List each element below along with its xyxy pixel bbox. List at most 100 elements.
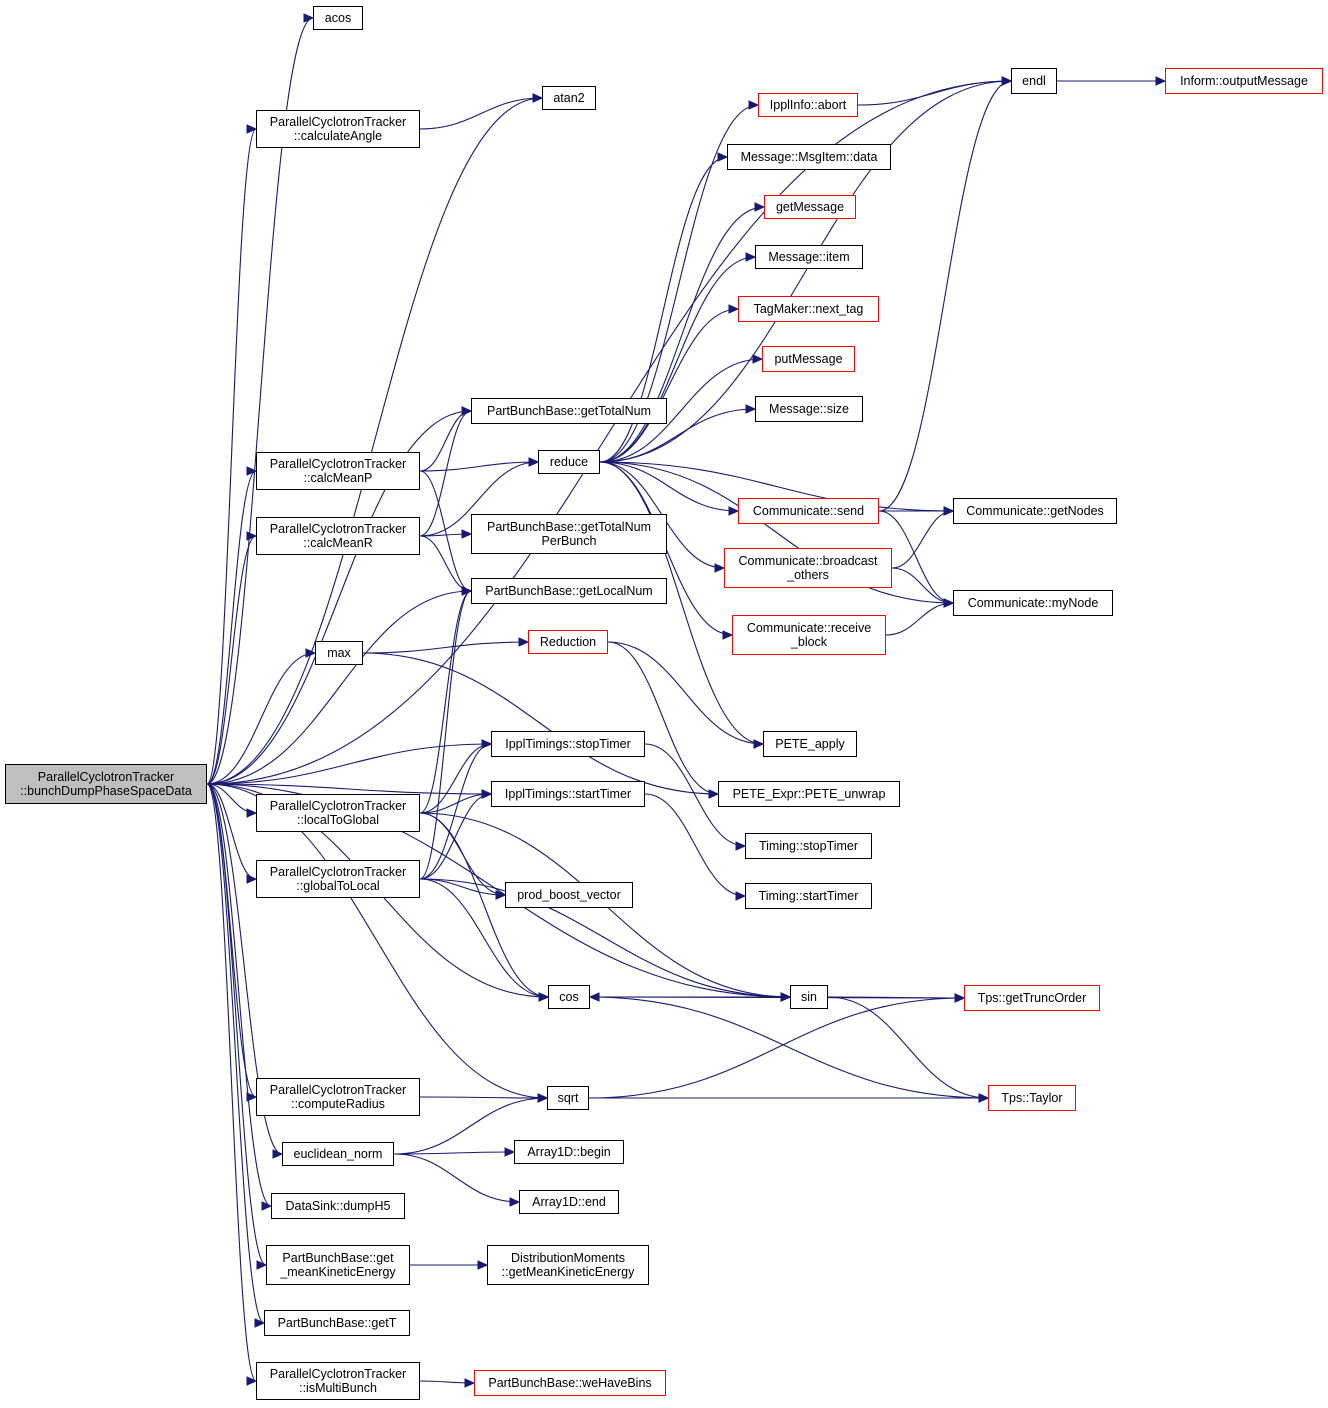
node-gett[interactable]: PartBunchBase::getT: [264, 1310, 410, 1336]
edge-arrowhead: [954, 993, 966, 1003]
node-getlocalnum[interactable]: PartBunchBase::getLocalNum: [471, 578, 667, 604]
edge-arrowhead: [735, 841, 747, 851]
node-taylor[interactable]: Tps::Taylor: [988, 1085, 1076, 1111]
edge-arrowhead: [461, 586, 473, 596]
edge-root-to-getLocalNum: [206, 590, 472, 785]
node-getmeanke[interactable]: DistributionMoments::getMeanKineticEnerg…: [487, 1245, 649, 1285]
node-receive[interactable]: Communicate::receive_block: [732, 615, 886, 655]
node-label-line: DataSink::dumpH5: [285, 1199, 391, 1213]
node-label-line: PETE_apply: [775, 737, 845, 751]
edge-reduce-to-getNodes: [599, 461, 954, 512]
node-sin[interactable]: sin: [790, 985, 828, 1009]
node-label-line: Array1D::end: [532, 1195, 606, 1209]
node-prod-boost-vector[interactable]: prod_boost_vector: [505, 882, 633, 908]
node-outputmessage[interactable]: Inform::outputMessage: [1165, 68, 1323, 94]
node-stoptimer[interactable]: IpplTimings::stopTimer: [491, 731, 645, 757]
node-wehavebins[interactable]: PartBunchBase::weHaveBins: [474, 1370, 666, 1396]
node-calcmeanr[interactable]: ParallelCyclotronTracker::calcMeanR: [256, 517, 420, 555]
edge-globalToLocal-to-startTimer: [419, 793, 492, 880]
node-endl[interactable]: endl: [1011, 68, 1057, 94]
edge-root-to-globalToLocal: [206, 783, 257, 880]
node-pete-apply[interactable]: PETE_apply: [763, 731, 857, 757]
node-euclidean-norm[interactable]: euclidean_norm: [282, 1142, 394, 1166]
node-meanke[interactable]: PartBunchBase::get_meanKineticEnergy: [266, 1245, 410, 1285]
edge-arrowhead: [246, 466, 258, 476]
node-abort[interactable]: IpplInfo::abort: [758, 93, 858, 117]
node-label-line: PartBunchBase::getLocalNum: [485, 584, 653, 598]
edge-arrowhead: [481, 739, 493, 749]
node-label-line: Tps::Taylor: [1001, 1091, 1063, 1105]
edge-reduce-to-send: [599, 461, 739, 512]
edge-root-to-endl: [206, 80, 1012, 785]
node-localtoglobal[interactable]: ParallelCyclotronTracker::localToGlobal: [256, 794, 420, 832]
node-starttimer[interactable]: IpplTimings::startTimer: [491, 781, 645, 807]
node-label-line: DistributionMoments: [511, 1251, 625, 1265]
node-reduce[interactable]: reduce: [538, 450, 600, 474]
node-label-line: ::calcMeanP: [303, 471, 373, 485]
node-label-line: atan2: [553, 91, 585, 105]
node-label-line: ParallelCyclotronTracker: [269, 522, 407, 536]
node-putmessage[interactable]: putMessage: [762, 346, 855, 372]
edge-calcMeanP-to-getTotalNum: [419, 410, 472, 472]
node-end[interactable]: Array1D::end: [519, 1190, 619, 1214]
node-msgsize[interactable]: Message::size: [755, 396, 863, 422]
edge-arrowhead: [246, 1092, 258, 1102]
node-gettruncorder[interactable]: Tps::getTruncOrder: [964, 985, 1100, 1011]
node-calculateangle[interactable]: ParallelCyclotronTracker::calculateAngle: [256, 110, 420, 148]
edge-broadcast-to-getNodes: [891, 510, 954, 569]
edge-arrowhead: [745, 252, 757, 262]
node-acos[interactable]: acos: [313, 6, 363, 30]
node-label-line: Communicate::myNode: [967, 596, 1099, 610]
edge-arrowhead: [728, 304, 740, 314]
edge-arrowhead: [748, 100, 760, 110]
edge-reduce-to-PETE_apply: [599, 461, 764, 745]
edge-receive-to-myNode: [885, 602, 954, 636]
node-cos[interactable]: cos: [548, 985, 590, 1009]
node-dumph5[interactable]: DataSink::dumpH5: [271, 1193, 405, 1219]
node-label-line: sin: [801, 990, 817, 1004]
node-timingstart[interactable]: Timing::startTimer: [745, 883, 872, 909]
node-atan2[interactable]: atan2: [542, 86, 596, 110]
node-label-line: PartBunchBase::weHaveBins: [488, 1376, 652, 1390]
node-timingstop[interactable]: Timing::stopTimer: [745, 833, 872, 859]
edge-arrowhead: [943, 506, 955, 516]
edge-arrowhead: [753, 739, 765, 749]
node-label-line: Timing::stopTimer: [758, 839, 859, 853]
node-globaltolocal[interactable]: ParallelCyclotronTracker::globalToLocal: [256, 860, 420, 898]
node-label-line: ParallelCyclotronTracker: [269, 1367, 407, 1381]
node-label-line: IpplTimings::startTimer: [504, 787, 632, 801]
node-next-tag[interactable]: TagMaker::next_tag: [738, 296, 879, 322]
node-label-line: reduce: [549, 455, 589, 469]
node-getnodes[interactable]: Communicate::getNodes: [953, 498, 1117, 524]
node-reduction[interactable]: Reduction: [528, 630, 608, 654]
node-calcmeanp[interactable]: ParallelCyclotronTracker::calcMeanP: [256, 452, 420, 490]
node-msgdata[interactable]: Message::MsgItem::data: [727, 144, 891, 170]
node-getmessage[interactable]: getMessage: [764, 195, 856, 219]
edge-arrowhead: [246, 531, 258, 541]
edge-arrowhead: [722, 630, 734, 640]
node-label-line: Tps::getTruncOrder: [977, 991, 1087, 1005]
edge-euclidean_norm-to-end: [393, 1153, 520, 1203]
node-mynode[interactable]: Communicate::myNode: [953, 590, 1113, 616]
edge-arrowhead: [735, 891, 747, 901]
edge-arrowhead: [256, 1260, 268, 1270]
node-begin[interactable]: Array1D::begin: [514, 1140, 624, 1164]
node-broadcast[interactable]: Communicate::broadcast_others: [724, 548, 892, 588]
node-label-line: PETE_Expr::PETE_unwrap: [732, 787, 886, 801]
node-max[interactable]: max: [315, 641, 363, 665]
node-root[interactable]: ParallelCyclotronTracker::bunchDumpPhase…: [5, 764, 207, 804]
node-pete-unwrap[interactable]: PETE_Expr::PETE_unwrap: [718, 781, 900, 807]
node-label-line: Inform::outputMessage: [1180, 74, 1308, 88]
node-send[interactable]: Communicate::send: [738, 498, 879, 524]
node-computeradius[interactable]: ParallelCyclotronTracker::computeRadius: [256, 1078, 420, 1116]
node-label-line: ParallelCyclotronTracker: [37, 770, 175, 784]
edge-arrowhead: [717, 152, 729, 162]
node-gettotalnum[interactable]: PartBunchBase::getTotalNum: [471, 398, 667, 424]
node-sqrt[interactable]: sqrt: [547, 1086, 589, 1110]
edge-arrowhead: [943, 598, 955, 608]
node-ismultibunch[interactable]: ParallelCyclotronTracker::isMultiBunch: [256, 1362, 420, 1400]
node-msgitem[interactable]: Message::item: [755, 245, 863, 269]
node-label-line: Reduction: [539, 635, 597, 649]
